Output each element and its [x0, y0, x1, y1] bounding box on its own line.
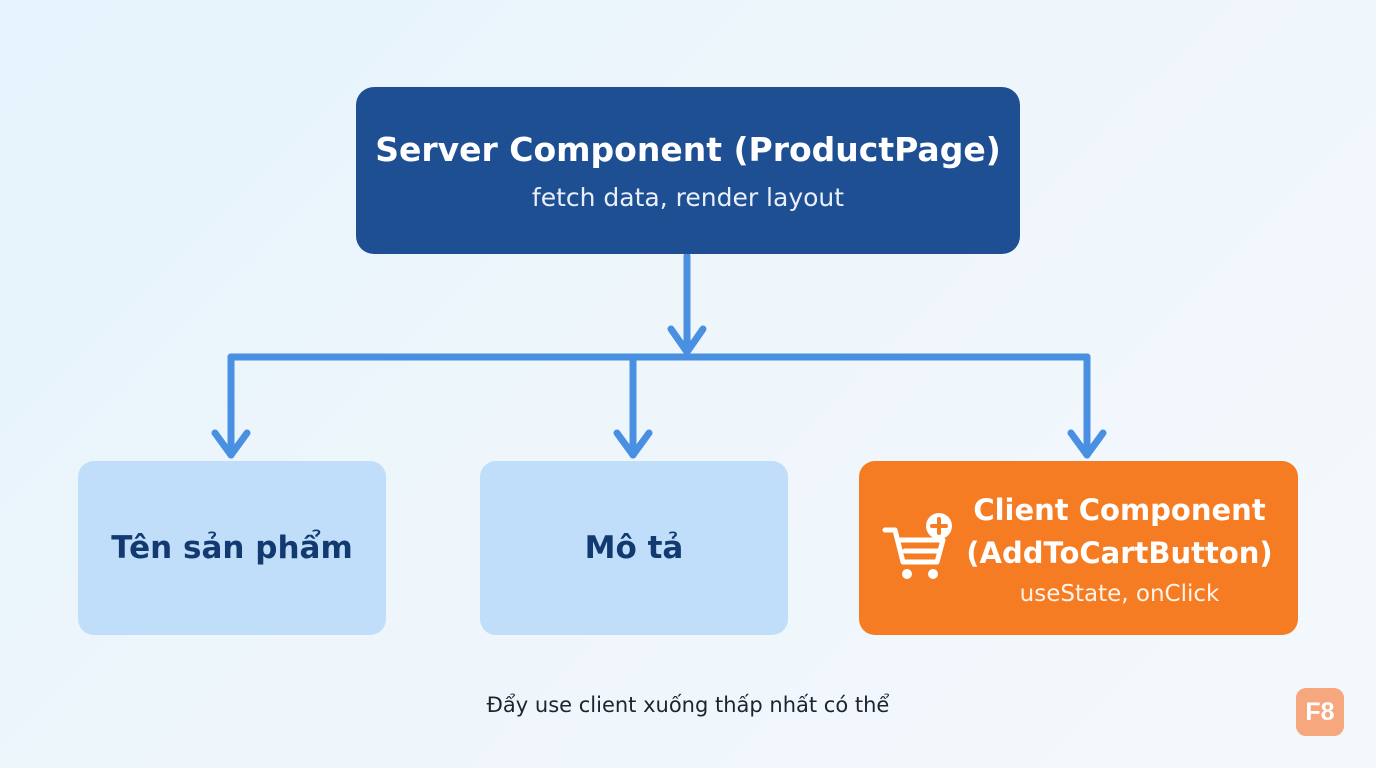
connector-trunk-head	[667, 325, 707, 356]
cart-plus-icon	[882, 513, 952, 579]
client-component-title-line1: Client Component	[973, 493, 1266, 527]
client-component-text: Client Component (AddToCartButton) useSt…	[957, 489, 1282, 607]
client-component-title-line2: (AddToCartButton)	[966, 536, 1273, 570]
caption: Đẩy use client xuống thấp nhất có thể	[486, 693, 890, 717]
client-component-subtitle: useState, onClick	[1019, 581, 1220, 607]
server-component-subtitle: fetch data, render layout	[531, 183, 845, 212]
server-component-node: Server Component (ProductPage) fetch dat…	[356, 87, 1020, 254]
connector-right-head	[1067, 429, 1107, 459]
f8-logo: F8	[1296, 688, 1344, 736]
description-node: Mô tả	[480, 461, 788, 635]
connector-middle-head	[613, 429, 653, 459]
connector-left-head	[211, 429, 251, 459]
product-name-label: Tên sản phẩm	[111, 530, 353, 566]
client-component-node: Client Component (AddToCartButton) useSt…	[859, 461, 1298, 635]
server-component-title: Server Component (ProductPage)	[375, 130, 1001, 169]
product-name-node: Tên sản phẩm	[78, 461, 386, 635]
description-label: Mô tả	[584, 530, 684, 566]
